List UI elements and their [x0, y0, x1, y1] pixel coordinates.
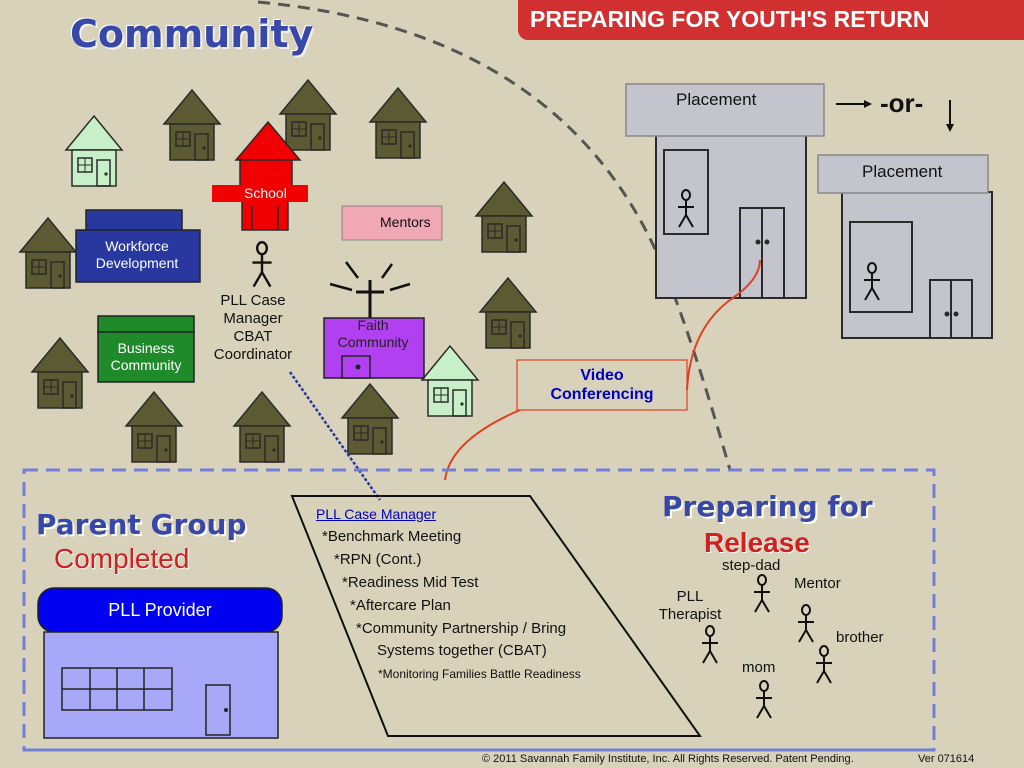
- house-icon: [279, 79, 337, 151]
- business-box: [97, 331, 195, 383]
- youth-home-icon: [421, 345, 479, 417]
- mentor-figure-icon: [797, 604, 815, 643]
- mentor-label: Mentor: [794, 575, 841, 592]
- case-manager-item: *Monitoring Families Battle Readiness: [378, 667, 581, 681]
- case-manager-item: *Community Partnership / Bring: [356, 620, 567, 637]
- house-icon: [163, 89, 221, 161]
- pll-provider-building: [43, 631, 279, 739]
- video-box: [516, 359, 688, 411]
- completed-label: Completed: [54, 543, 190, 574]
- house-icon: [341, 383, 399, 455]
- stepdad-label: step-dad: [722, 557, 781, 574]
- placement-right-label: Placement: [862, 162, 943, 181]
- parent-group-title: Parent Group: [36, 508, 247, 541]
- house-icon: [479, 277, 537, 349]
- brother-label: brother: [836, 629, 884, 646]
- mom-label: mom: [742, 659, 776, 676]
- faith-label: Faith Community: [337, 317, 409, 350]
- stepdad-figure-icon: [753, 574, 771, 613]
- release-title: Release: [704, 527, 810, 558]
- therapist-label: PLL Therapist: [658, 588, 722, 623]
- arrow-down-icon: [946, 100, 954, 132]
- workforce-roof: [85, 209, 183, 233]
- house-icon: [125, 391, 183, 463]
- case-manager-item: *Aftercare Plan: [350, 597, 451, 614]
- school-label-box: [212, 185, 308, 202]
- placement-building-right: [841, 191, 993, 339]
- coordinator-label: PLL Case Manager CBAT Coordinator: [213, 292, 293, 363]
- or-label: -or-: [880, 88, 924, 118]
- case-manager-panel: [290, 495, 702, 737]
- coordinator-figure-icon: [251, 240, 273, 288]
- case-manager-item: *Readiness Mid Test: [342, 574, 479, 591]
- house-icon: [31, 337, 89, 409]
- house-icon: [233, 391, 291, 463]
- video-label: Video Conferencing: [550, 367, 654, 404]
- therapist-figure-icon: [701, 625, 719, 664]
- mentors-label: Mentors: [380, 214, 431, 230]
- faith-box: [323, 317, 425, 379]
- copyright-footer: © 2011 Savannah Family Institute, Inc. A…: [482, 753, 854, 765]
- house-icon: [19, 217, 77, 289]
- preparing-for-title: Preparing for: [662, 490, 873, 523]
- placement-top-label: Placement: [676, 90, 757, 109]
- version-label: Ver 071614: [918, 753, 975, 765]
- banner-box: PREPARING FOR YOUTH'S RETURN: [518, 0, 1024, 40]
- business-label: Business Community: [110, 340, 182, 373]
- pll-provider-label: PLL Provider: [108, 600, 212, 620]
- banner-text: PREPARING FOR YOUTH'S RETURN: [530, 6, 930, 32]
- faith-cross-icon: [329, 261, 411, 318]
- workforce-label: Workforce Development: [95, 238, 179, 271]
- school-label: School: [244, 185, 287, 201]
- case-manager-item: *Benchmark Meeting: [322, 528, 462, 545]
- case-manager-heading: PLL Case Manager: [316, 506, 437, 522]
- video-link-left: [444, 409, 521, 481]
- mentors-box: [341, 205, 443, 241]
- community-boundary-arc: [257, 0, 732, 471]
- brother-figure-icon: [815, 645, 833, 684]
- youth-home-icon: [65, 115, 123, 187]
- case-manager-item: Systems together (CBAT): [377, 642, 547, 659]
- mom-figure-icon: [755, 680, 773, 719]
- placement-top-box: [625, 83, 825, 137]
- case-manager-item: *RPN (Cont.): [334, 551, 422, 568]
- provider-door-icon: [205, 684, 231, 736]
- placement-right-box: [817, 154, 989, 194]
- arrow-right-icon: [836, 100, 872, 108]
- coordinator-link-line: [288, 371, 382, 501]
- placement-building-left: [655, 133, 807, 299]
- video-link-right: [686, 259, 761, 391]
- house-icon: [475, 181, 533, 253]
- school-icon: [234, 120, 302, 231]
- page-title: Community: [70, 12, 314, 56]
- provider-windows-icon: [61, 667, 173, 711]
- house-icon: [369, 87, 427, 159]
- workforce-box: [75, 229, 201, 283]
